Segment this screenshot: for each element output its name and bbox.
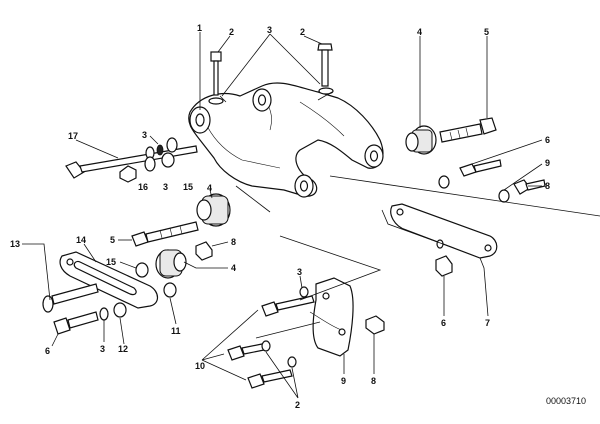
- callout-3: 3: [163, 182, 168, 192]
- lower-bolts: [227, 286, 315, 389]
- callout-5: 5: [110, 235, 115, 245]
- callout-3: 3: [142, 130, 147, 140]
- center-mount: [131, 193, 231, 247]
- nut-left-16: [119, 152, 175, 183]
- callout-8: 8: [231, 237, 236, 247]
- callout-5: 5: [484, 27, 489, 37]
- callout-4: 4: [417, 27, 422, 37]
- right-fasteners: [438, 159, 546, 203]
- callout-8: 8: [371, 376, 376, 386]
- callout-6: 6: [545, 135, 550, 145]
- callout-14: 14: [76, 235, 86, 245]
- callout-17: 17: [68, 131, 78, 141]
- swing-arm: [188, 82, 384, 198]
- callout-8: 8: [545, 181, 550, 191]
- callout-12: 12: [118, 344, 128, 354]
- nut-11: [163, 282, 177, 298]
- lower-bracket: [309, 277, 385, 357]
- callout-13: 13: [10, 239, 20, 249]
- callout-11: 11: [171, 326, 181, 336]
- leader-lines: [22, 32, 543, 399]
- bolt-top-right: [317, 43, 333, 87]
- document-id: 00003710: [546, 396, 586, 406]
- lower-mount: [135, 241, 213, 279]
- assembly-lines: [219, 91, 600, 339]
- bolt-13: [42, 283, 99, 313]
- callout-15: 15: [183, 182, 193, 192]
- callout-3: 3: [297, 267, 302, 277]
- callout-3: 3: [267, 25, 272, 35]
- callout-9: 9: [341, 376, 346, 386]
- callout-16: 16: [138, 182, 148, 192]
- slotted-bracket: [59, 251, 159, 309]
- callout-3: 3: [100, 344, 105, 354]
- callout-2: 2: [295, 400, 300, 410]
- callout-7: 7: [485, 318, 490, 328]
- callout-1: 1: [197, 23, 202, 33]
- bolt-top-left: [210, 51, 222, 96]
- callout-labels: 1 2 3 2 4 5 17 3 16 3 15 6 9 8 4 5 8 4 1…: [10, 23, 550, 410]
- callout-2: 2: [300, 27, 305, 37]
- callout-9: 9: [545, 158, 550, 168]
- callout-15: 15: [106, 257, 116, 267]
- callout-4: 4: [207, 183, 212, 193]
- callout-2: 2: [229, 27, 234, 37]
- callout-10: 10: [195, 361, 205, 371]
- bolt-6-lower: [53, 302, 127, 335]
- callout-6: 6: [45, 346, 50, 356]
- callout-6: 6: [441, 318, 446, 328]
- bracket-plate-right: [390, 203, 498, 277]
- bush-right: [405, 117, 497, 155]
- callout-4: 4: [231, 263, 236, 273]
